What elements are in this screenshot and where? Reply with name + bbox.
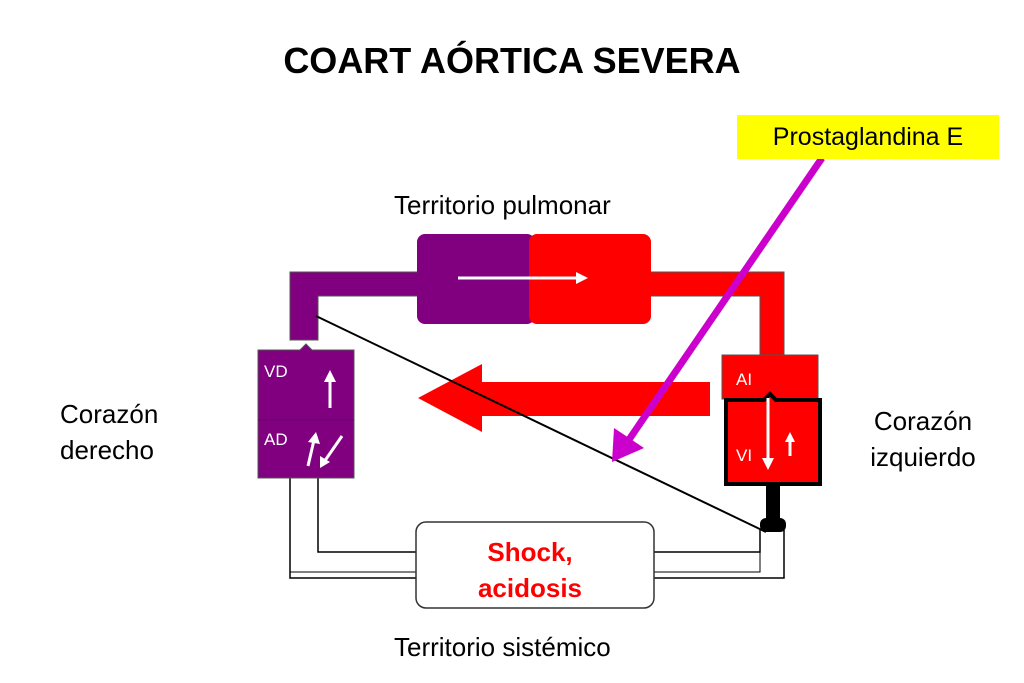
systemic-state-label: Shock, acidosis: [420, 534, 640, 606]
systemic-state-line1: Shock,: [487, 537, 573, 567]
right-heart: [257, 343, 355, 479]
shunt-arrow: [418, 364, 710, 432]
chamber-label-lv: VI: [736, 446, 753, 465]
systemic-territory-box: [415, 521, 655, 609]
pulmonary-artery-pipe: [289, 271, 421, 341]
drug-label: Prostaglandina E: [737, 115, 999, 159]
aorta-stenosis-neck: [766, 486, 780, 526]
chamber-label-rv: VD: [264, 362, 288, 381]
pulmonary-territory-label: Territorio pulmonar: [394, 190, 611, 220]
diagram-title: COART AÓRTICA SEVERA: [283, 40, 741, 81]
left-heart: [721, 354, 822, 532]
systemic-circuit: [289, 478, 785, 609]
chamber-label-la: AI: [736, 370, 753, 389]
systemic-state-line2: acidosis: [477, 573, 583, 603]
right-heart-label: Corazón derecho: [60, 399, 159, 465]
left-heart-label: Corazón izquierdo: [870, 406, 976, 472]
pulmonary-circuit: [289, 234, 785, 359]
left-ventricle: [724, 391, 822, 486]
chamber-label-ra: AD: [264, 430, 288, 449]
systemic-territory-label: Territorio sistémico: [394, 632, 611, 662]
ductus-line: [315, 315, 767, 533]
pulmonary-territory-right: [529, 234, 651, 324]
drug-arrow: [623, 156, 825, 446]
